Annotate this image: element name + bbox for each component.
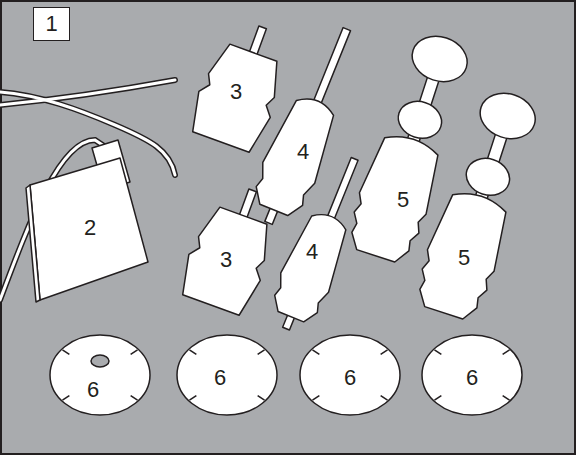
callout-number: 6 (466, 367, 478, 389)
callout-number: 4 (297, 141, 309, 163)
disc-notch (434, 396, 441, 401)
figure-number-box: 1 (33, 7, 70, 41)
disc-notch (503, 396, 510, 401)
disc-notch (62, 350, 69, 355)
callout-number: 3 (220, 249, 232, 271)
callout-number: 6 (344, 367, 356, 389)
callout-number: 6 (87, 379, 99, 401)
disc-notch (503, 350, 510, 355)
disc-notch (381, 350, 388, 355)
callout-number: 5 (458, 247, 470, 269)
callout-number: 3 (230, 81, 242, 103)
disc-notch (434, 350, 441, 355)
disc-notch (312, 396, 319, 401)
disc-notch (258, 396, 265, 401)
disc-notch (312, 350, 319, 355)
callout-number: 2 (84, 217, 96, 239)
probe-part (243, 19, 373, 234)
callout-number: 6 (214, 367, 226, 389)
disc-notch (131, 396, 138, 401)
disc-notch (131, 350, 138, 355)
disc-notch (62, 396, 69, 401)
figure-number: 1 (45, 13, 57, 35)
disc-notch (381, 396, 388, 401)
callout-number: 5 (397, 189, 409, 211)
disc-notch (258, 350, 265, 355)
disc-notch (189, 350, 196, 355)
disc-notch (189, 396, 196, 401)
control-unit (26, 140, 148, 302)
callout-number: 4 (306, 241, 318, 263)
disc-parts (50, 335, 522, 415)
plunger-part (410, 84, 547, 323)
